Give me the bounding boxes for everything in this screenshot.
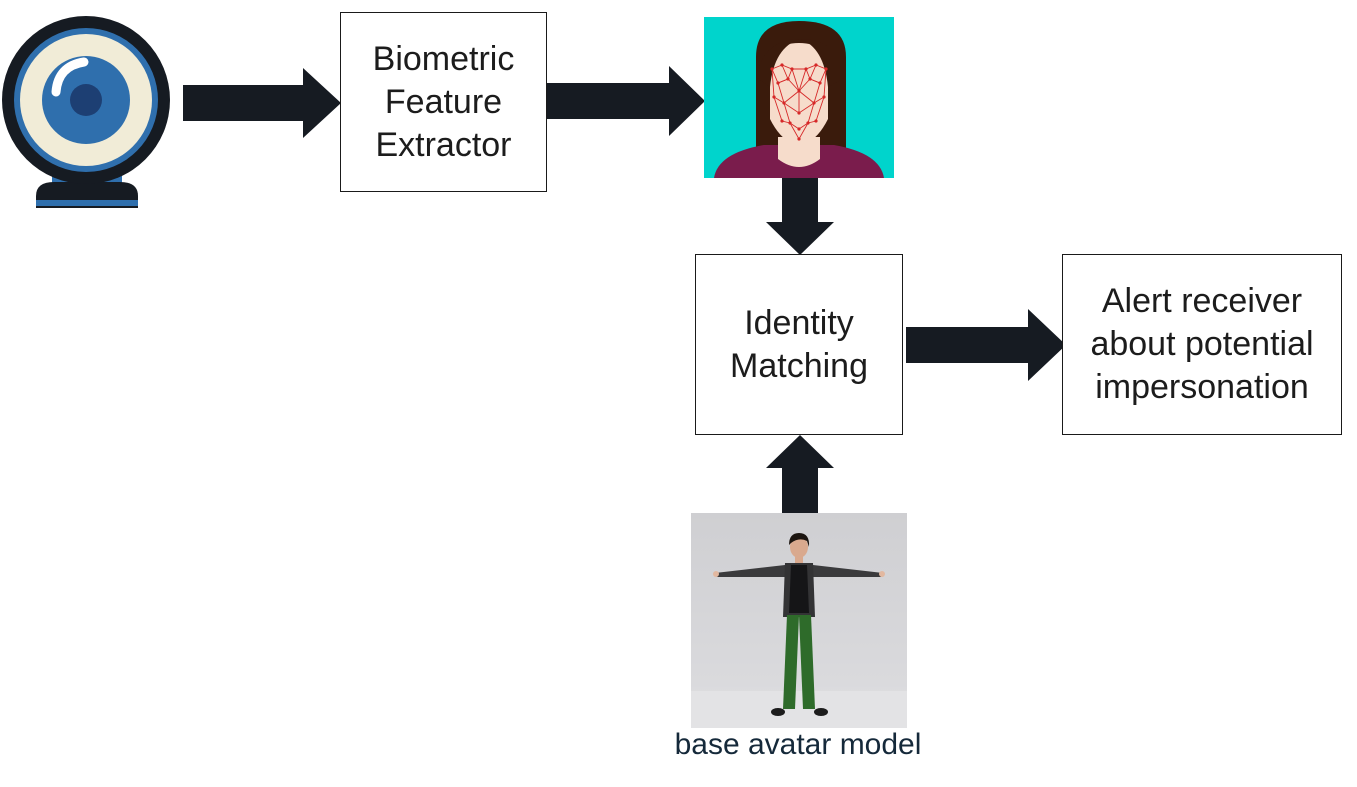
arrow-extractor-to-face — [547, 66, 705, 136]
webcam-icon — [2, 16, 170, 208]
arrow-avatar-to-matching — [766, 435, 834, 513]
arrow-face-to-matching — [766, 178, 834, 255]
identity-matching-box: Identity Matching — [695, 254, 903, 435]
alert-receiver-line: impersonation — [1095, 368, 1309, 406]
alert-receiver-box: Alert receiver about potential impersona… — [1062, 254, 1342, 435]
identity-matching-label: Identity Matching — [730, 302, 868, 388]
arrow-webcam-to-extractor — [183, 68, 341, 138]
feature-extractor-label: Biometric Feature Extractor — [373, 38, 515, 167]
arrow-matching-to-alert — [906, 309, 1066, 381]
avatar-image — [691, 513, 907, 728]
identity-matching-line: Matching — [730, 346, 868, 385]
identity-matching-line: Identity — [744, 303, 854, 342]
alert-receiver-label: Alert receiver about potential impersona… — [1090, 280, 1313, 409]
feature-extractor-line: Feature — [384, 82, 503, 121]
alert-receiver-line: about potential — [1090, 325, 1314, 363]
alert-receiver-line: Alert receiver — [1101, 282, 1303, 320]
face-landmark-image — [704, 17, 894, 178]
feature-extractor-box: Biometric Feature Extractor — [340, 12, 547, 192]
avatar-caption: base avatar model — [674, 728, 922, 761]
feature-extractor-line: Biometric — [372, 39, 515, 78]
feature-extractor-line: Extractor — [375, 125, 512, 164]
